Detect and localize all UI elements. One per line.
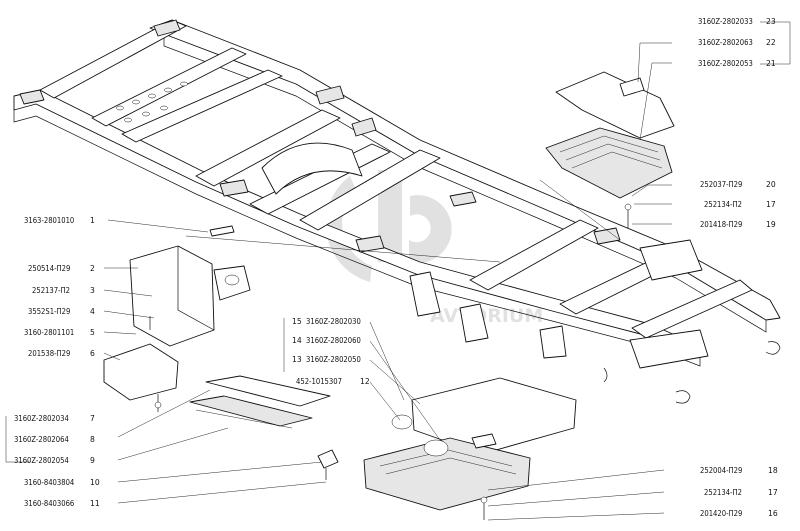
callout-code: 252037-П29 (700, 180, 742, 189)
callout-num: 7 (90, 414, 95, 423)
callout-num: 11 (90, 499, 100, 508)
callout-num: 9 (90, 456, 95, 465)
rail-holes (116, 81, 188, 123)
callout-code: 3160Z-2802053 (698, 59, 753, 68)
callout-code: 3160Z-2802030 (306, 317, 361, 326)
callout-code: 452-1015307 (296, 377, 342, 386)
callout-code: 201418-П29 (700, 220, 742, 229)
callout-num: 19 (766, 220, 776, 229)
frame-assembly (13, 19, 781, 404)
callout-code: 3160Z-2802050 (306, 355, 361, 364)
callout-code: 3160-8403066 (24, 499, 74, 508)
callout-code: 201420-П29 (700, 509, 742, 518)
callout-num: 6 (90, 349, 95, 358)
callout-code: 3160Z-2802034 (14, 414, 69, 423)
callout-code: 3160Z-2802064 (14, 435, 69, 444)
callout-num: 18 (768, 466, 778, 475)
callout-code: 252137-П2 (32, 286, 70, 295)
callout-code: 252134-П2 (704, 200, 742, 209)
callout-num: 17 (768, 488, 778, 497)
callout-num: 14 (292, 336, 302, 345)
callout-num: 17 (766, 200, 776, 209)
callout-num: 5 (90, 328, 95, 337)
callout-num: 2 (90, 264, 95, 273)
callout-num: 4 (90, 307, 95, 316)
callout-code: 3160-8403804 (24, 478, 74, 487)
callout-code: 3160Z-2802063 (698, 38, 753, 47)
callout-code: 201538-П29 (28, 349, 70, 358)
callout-code: 252004-П29 (700, 466, 742, 475)
callout-code: 3160-2801101 (24, 328, 74, 337)
callout-num: 12 (360, 377, 370, 386)
callout-num: 3 (90, 286, 95, 295)
callout-list: 23 3160Z-2802033 22 3160Z-2802063 21 316… (14, 17, 778, 518)
floor-shields (363, 377, 577, 520)
callout-num: 23 (766, 17, 776, 26)
callout-code: 252134-П2 (704, 488, 742, 497)
callout-code: 3160Z-2802060 (306, 336, 361, 345)
bolt-19 (624, 203, 632, 228)
callout-num: 16 (768, 509, 778, 518)
callout-num: 15 (292, 317, 302, 326)
callout-num: 21 (766, 59, 776, 68)
callout-code: 3552S1-П29 (28, 307, 70, 316)
bracket-assembly (103, 245, 251, 412)
watermark-text: AVTORIUM (430, 305, 543, 327)
leader-lines (5, 21, 791, 521)
callout-num: 22 (766, 38, 776, 47)
callout-num: 10 (90, 478, 100, 487)
callout-num: 13 (292, 355, 302, 364)
upper-heat-shields (545, 71, 675, 199)
callout-code: 3160Z-2802054 (14, 456, 69, 465)
callout-code: 3160Z-2802033 (698, 17, 753, 26)
callout-code: 3163-2801010 (24, 216, 74, 225)
callout-num: 1 (90, 216, 95, 225)
callout-code: 250514-П29 (28, 264, 70, 273)
callout-num: 8 (90, 435, 95, 444)
lower-heat-shields (189, 375, 339, 480)
callout-num: 20 (766, 180, 776, 189)
